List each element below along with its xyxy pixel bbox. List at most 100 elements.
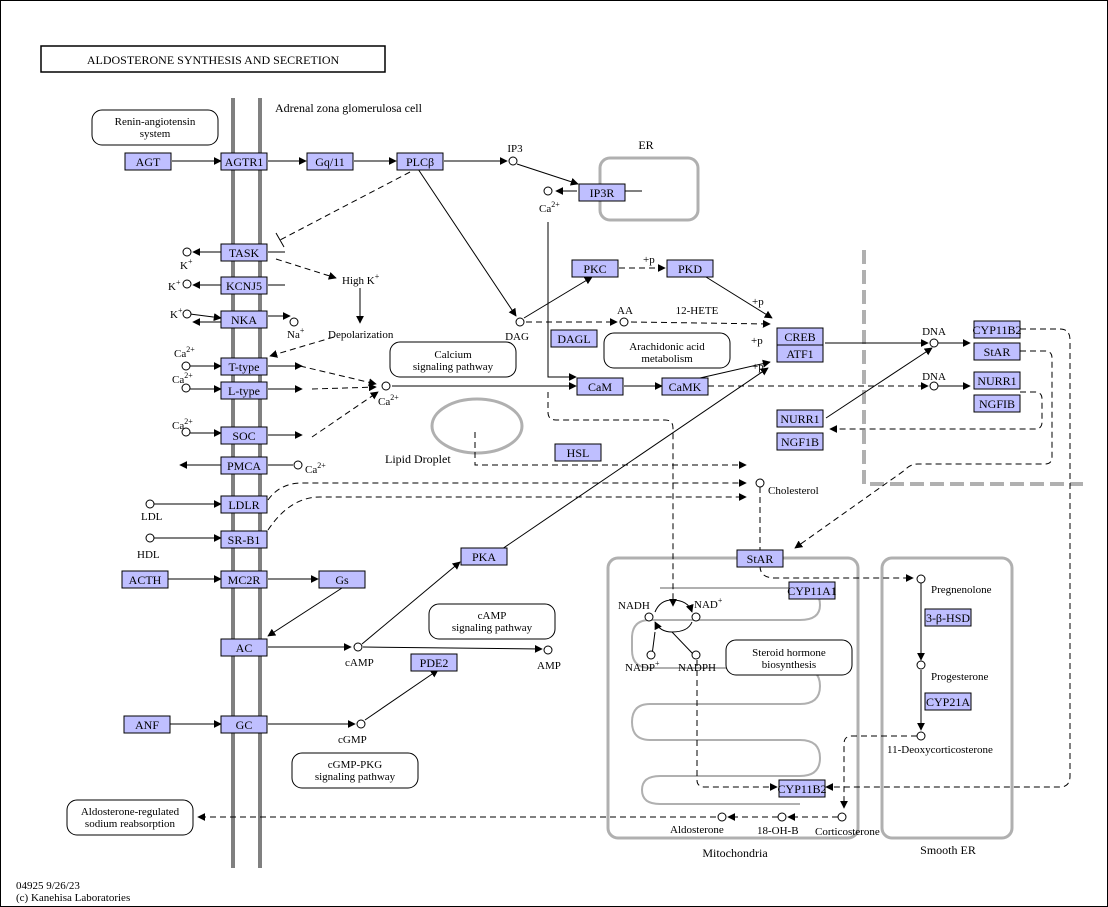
svg-text:Ca2+: Ca2+: [174, 345, 195, 360]
svg-text:18-OH-B: 18-OH-B: [757, 825, 799, 837]
svg-text:DNA: DNA: [922, 326, 946, 338]
svg-text:HDL: HDL: [137, 549, 160, 561]
gene-cyp21a[interactable]: CYP21A: [924, 692, 972, 711]
svg-text:NADPH: NADPH: [678, 662, 716, 674]
map-steroid-hormone[interactable]: Steroid hormone biosynthesis: [725, 639, 853, 676]
map-renin-angiotensin[interactable]: Renin-angiotensin system: [91, 109, 219, 146]
svg-text:NGF1B: NGF1B: [781, 435, 819, 449]
map-calcium-signaling[interactable]: Calcium signaling pathway: [389, 341, 517, 378]
gene-ldlr[interactable]: LDLR: [220, 495, 268, 514]
svg-text:ANF: ANF: [135, 718, 159, 732]
gene-mc2r[interactable]: MC2R: [220, 570, 268, 589]
gene-hsl[interactable]: HSL: [554, 443, 602, 462]
svg-text:ACTH: ACTH: [129, 573, 162, 587]
svg-text:NURR1: NURR1: [780, 412, 819, 426]
svg-text:PKA: PKA: [472, 550, 496, 564]
gene-pmca[interactable]: PMCA: [220, 456, 268, 475]
mitochondria-compartment: [606, 556, 860, 840]
map-cgmp-pkg[interactable]: cGMP-PKG signaling pathway: [291, 752, 419, 789]
svg-text:T-type: T-type: [229, 360, 260, 374]
svg-text:system: system: [140, 128, 171, 140]
map-sodium-reabsorption[interactable]: Aldosterone-regulated sodium reabsorptio…: [66, 799, 194, 836]
svg-text:Ca2+: Ca2+: [172, 417, 193, 432]
svg-text:NADH: NADH: [618, 600, 650, 612]
gene-t-type[interactable]: T-type: [220, 357, 268, 376]
gene-pka[interactable]: PKA: [460, 547, 508, 566]
svg-text:cAMP: cAMP: [478, 610, 507, 622]
svg-text:ATF1: ATF1: [786, 347, 813, 361]
compounds: [145, 156, 939, 822]
svg-text:NURR1: NURR1: [977, 374, 1016, 388]
edges: [154, 157, 1071, 821]
svg-text:PDE2: PDE2: [420, 656, 449, 670]
gene-gc[interactable]: GC: [220, 715, 268, 734]
svg-text:Ca2+: Ca2+: [172, 371, 193, 386]
svg-text:DAGL: DAGL: [557, 332, 590, 346]
svg-text:AGT: AGT: [136, 155, 161, 169]
er-label: ER: [638, 138, 653, 152]
svg-text:MC2R: MC2R: [228, 573, 261, 587]
svg-text:Aldosterone-regulated: Aldosterone-regulated: [81, 806, 180, 818]
svg-text:AA: AA: [617, 305, 633, 317]
svg-text:CaM: CaM: [588, 380, 612, 394]
gene-creb[interactable]: CREB: [776, 327, 824, 346]
svg-text:PKC: PKC: [583, 262, 606, 276]
gene-star-nucleus[interactable]: StAR: [973, 342, 1021, 361]
gene-l-type[interactable]: L-type: [220, 381, 268, 400]
gene-camk[interactable]: CaMK: [661, 377, 709, 396]
svg-text:GC: GC: [236, 718, 253, 732]
svg-text:Ca2+: Ca2+: [305, 461, 326, 476]
svg-text:11-Deoxycorticosterone: 11-Deoxycorticosterone: [887, 744, 993, 756]
gene-dagl[interactable]: DAGL: [550, 329, 598, 348]
svg-text:Ca2+: Ca2+: [539, 200, 560, 215]
map-arachidonic-acid[interactable]: Arachidonic acid metabolism: [603, 332, 731, 369]
gene-soc[interactable]: SOC: [220, 426, 268, 445]
svg-text:+p: +p: [752, 296, 764, 308]
gene-sr-b1[interactable]: SR-B1: [220, 530, 268, 549]
gene-nurr1-nucleus[interactable]: NURR1: [973, 371, 1021, 390]
gene-anf[interactable]: ANF: [123, 715, 171, 734]
gene-ip3r[interactable]: IP3R: [578, 183, 626, 202]
map-camp-signaling[interactable]: cAMP signaling pathway: [428, 603, 556, 640]
lipid-droplet: [430, 397, 524, 455]
footer-id-date: 04925 9/26/23: [16, 880, 80, 892]
gene-nka[interactable]: NKA: [220, 310, 268, 329]
svg-text:AC: AC: [236, 641, 253, 655]
gene-pkc[interactable]: PKC: [571, 259, 619, 278]
svg-text:3-β-HSD: 3-β-HSD: [926, 611, 970, 625]
gene-kcnj5[interactable]: KCNJ5: [220, 276, 268, 295]
svg-text:CYP11B2: CYP11B2: [778, 782, 827, 796]
svg-text:PMCA: PMCA: [227, 459, 261, 473]
svg-text:cAMP: cAMP: [345, 657, 374, 669]
svg-text:metabolism: metabolism: [641, 353, 693, 365]
gene-star-mito[interactable]: StAR: [736, 549, 784, 568]
svg-text:DAG: DAG: [505, 331, 529, 343]
gene-cam[interactable]: CaM: [576, 377, 624, 396]
gene-ngfib-nucleus[interactable]: NGFIB: [973, 394, 1021, 413]
gene-agt[interactable]: AGT: [124, 152, 172, 171]
svg-text:L-type: L-type: [228, 384, 260, 398]
svg-text:Steroid hormone: Steroid hormone: [752, 647, 826, 659]
gene-3b-hsd[interactable]: 3-β-HSD: [924, 608, 972, 627]
gene-pkd[interactable]: PKD: [666, 259, 714, 278]
gene-nurr1-cyto[interactable]: NURR1: [776, 409, 824, 428]
gene-cyp11b2-nucleus[interactable]: CYP11B2: [973, 320, 1022, 339]
svg-text:Corticosterone: Corticosterone: [815, 826, 880, 838]
svg-text:IP3R: IP3R: [590, 186, 615, 200]
svg-text:Ca2+: Ca2+: [378, 393, 399, 408]
nucleus-boundary: [862, 250, 1083, 486]
gene-gq11[interactable]: Gq/11: [306, 152, 354, 171]
gene-acth[interactable]: ACTH: [121, 570, 169, 589]
gene-agtr1[interactable]: AGTR1: [220, 152, 268, 171]
svg-text:KCNJ5: KCNJ5: [226, 279, 262, 293]
gene-pde2[interactable]: PDE2: [410, 653, 458, 672]
mitochondria-label: Mitochondria: [702, 846, 768, 860]
gene-gs[interactable]: Gs: [318, 570, 366, 589]
gene-task[interactable]: TASK: [220, 243, 268, 262]
gene-cyp11a1[interactable]: CYP11A1: [787, 581, 837, 600]
gene-ngf1b-cyto[interactable]: NGF1B: [776, 432, 824, 451]
gene-atf1[interactable]: ATF1: [776, 344, 824, 363]
gene-cyp11b2-mito[interactable]: CYP11B2: [778, 779, 827, 798]
gene-ac[interactable]: AC: [220, 638, 268, 657]
gene-plcb[interactable]: PLCβ: [396, 152, 444, 171]
